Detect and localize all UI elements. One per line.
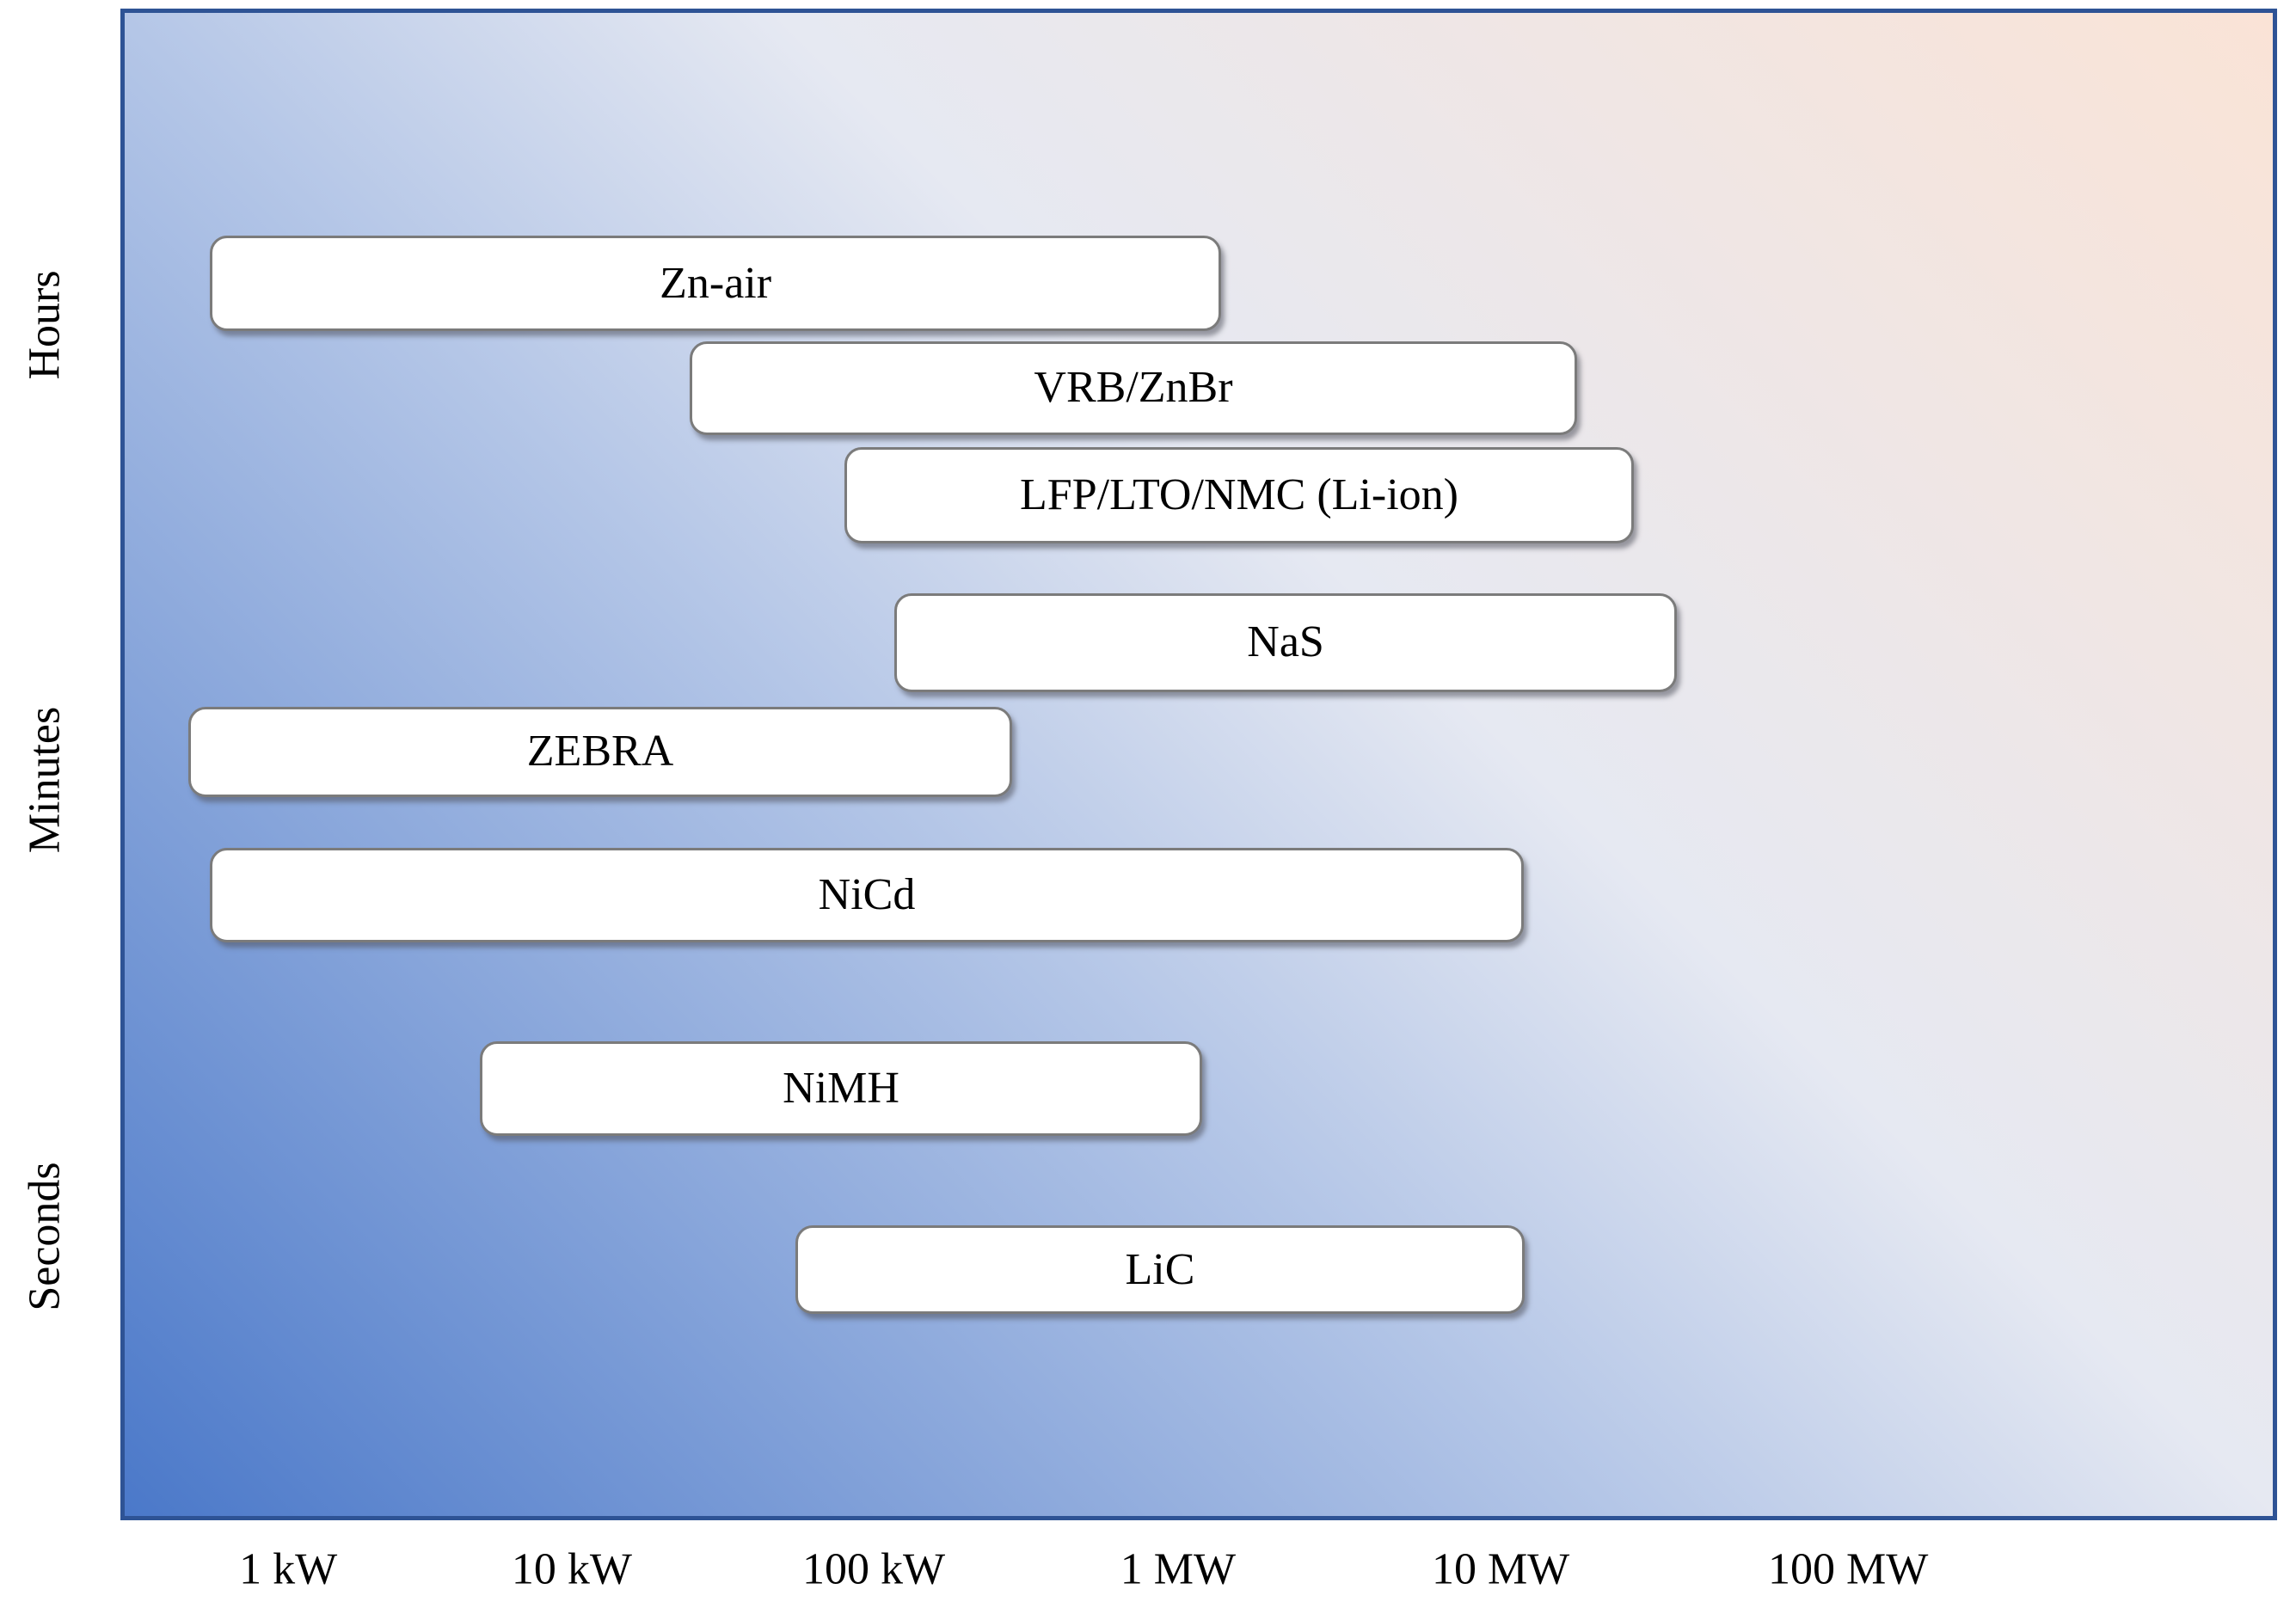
tech-bar-lic: LiC [795,1225,1525,1315]
tech-bar-zebra: ZEBRA [188,707,1013,797]
x-axis-tick-1-kw: 1 kW [239,1544,338,1594]
tech-bar-vrb-znbr: VRB/ZnBr [690,341,1577,435]
tech-bar-nas: NaS [894,592,1677,692]
tech-bar-lfp-lto-nmc-li-ion: LFP/LTO/NMC (Li-ion) [844,446,1635,543]
tech-bar-label: Zn-air [660,258,772,308]
tech-bar-label: LFP/LTO/NMC (Li-ion) [1020,469,1458,519]
x-axis-tick-10-kw: 10 kW [511,1544,632,1594]
tech-bar-label: ZEBRA [526,727,674,776]
y-axis-label-seconds: Seconds [20,1162,70,1311]
tech-bar-label: NaS [1247,617,1324,667]
tech-bar-zn-air: Zn-air [210,236,1222,331]
tech-bar-nimh: NiMH [480,1041,1202,1136]
tech-bar-label: NiCd [818,869,916,919]
y-axis-label-hours: Hours [20,270,70,380]
tech-bar-nicd: NiCd [210,848,1524,942]
tech-bar-label: NiMH [783,1064,899,1113]
x-axis-tick-100-mw: 100 MW [1767,1544,1929,1594]
y-axis-label-minutes: Minutes [20,706,70,854]
x-axis-tick-1-mw: 1 MW [1120,1544,1237,1594]
tech-bar-label: VRB/ZnBr [1034,363,1233,413]
x-axis-tick-100-kw: 100 kW [801,1544,946,1594]
tech-bar-label: LiC [1125,1244,1195,1294]
x-axis-tick-10-mw: 10 MW [1431,1544,1570,1594]
